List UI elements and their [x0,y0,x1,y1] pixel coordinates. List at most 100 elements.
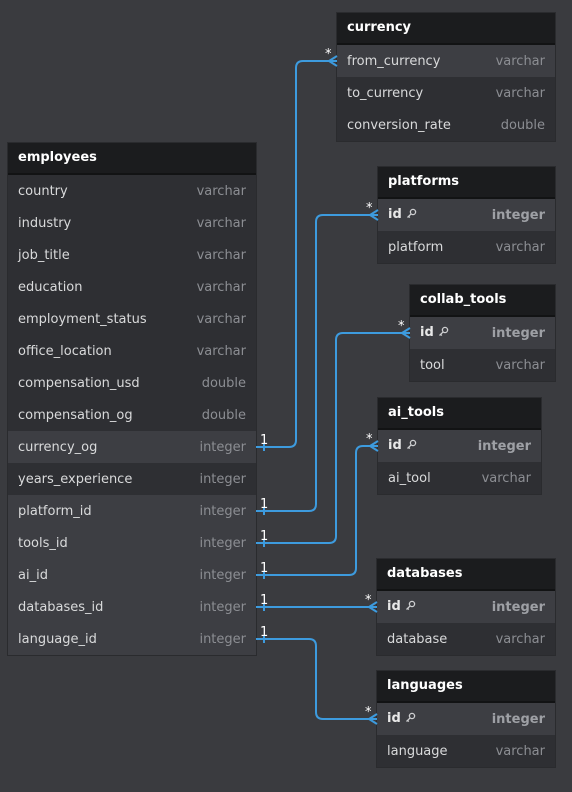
column-name: years_experience [18,472,199,487]
table-title[interactable]: databases [377,559,555,591]
column-row-id[interactable]: id integer [378,430,541,462]
table-title[interactable]: languages [377,671,555,703]
column-type: double [201,407,246,423]
column-name: country [18,184,197,199]
column-type: integer [491,711,545,727]
cardinality-many-label: * [365,705,372,720]
column-name: language [387,744,496,759]
column-name-text: conversion_rate [347,117,451,133]
column-type: varchar [196,343,246,359]
column-name: from_currency [347,54,496,69]
key-icon [438,326,449,341]
many-marker [368,601,378,613]
column-type: integer [199,471,246,487]
column-type: integer [199,599,246,615]
many-marker [369,209,379,221]
column-name: education [18,280,197,295]
many-marker [369,440,379,452]
column-name: databases_id [18,600,199,615]
column-name: office_location [18,344,197,359]
column-type: varchar [495,743,545,759]
many-marker [328,55,338,67]
column-name-text: database [387,631,448,647]
relation-line[interactable] [256,445,378,576]
cardinality-one-label: 1 [260,433,268,448]
key-icon [406,439,417,454]
column-row-platform[interactable]: platform varchar [378,231,555,263]
column-row-years-experience[interactable]: years_experience integer [8,463,256,495]
column-type: varchar [495,85,545,101]
column-name: language_id [18,632,199,647]
table-title[interactable]: currency [337,13,555,45]
relation-line[interactable] [256,332,410,544]
column-row-language[interactable]: language varchar [377,735,555,767]
column-name-text: ai_id [18,567,48,583]
column-name-text: platform [388,239,444,255]
cardinality-one-label: 1 [260,561,268,576]
key-icon [405,600,416,615]
column-name: platform_id [18,504,199,519]
column-type: integer [477,438,531,454]
table-title[interactable]: ai_tools [378,398,541,430]
column-name-text: language [387,743,448,759]
relation-line[interactable] [256,638,377,720]
cardinality-many-label: * [325,47,332,62]
cardinality-many-label: * [366,432,373,447]
table-title[interactable]: collab_tools [410,285,555,317]
column-name: id [388,438,478,454]
column-name: id [420,325,492,341]
key-icon [406,208,417,223]
column-name-text: language_id [18,631,97,647]
relation-line[interactable] [256,60,337,448]
table-languages[interactable]: languages id integer language varchar [377,671,555,767]
column-name-text: id [387,711,401,726]
table-title[interactable]: employees [8,143,256,175]
table-title[interactable]: platforms [378,167,555,199]
column-name: currency_og [18,440,199,455]
column-name-text: id [387,599,401,614]
column-name: compensation_og [18,408,202,423]
column-type: varchar [495,239,545,255]
column-name-text: tool [420,357,445,373]
column-row-id[interactable]: id integer [377,703,555,735]
cardinality-many-label: * [398,319,405,334]
column-name: job_title [18,248,197,263]
column-name-text: tools_id [18,535,68,551]
key-icon [405,712,416,727]
column-name-text: id [420,325,434,340]
relation-line[interactable] [256,214,378,512]
column-type: varchar [481,470,531,486]
column-name-text: years_experience [18,471,133,487]
cardinality-one-label: 1 [260,593,268,608]
column-name-text: id [388,438,402,453]
